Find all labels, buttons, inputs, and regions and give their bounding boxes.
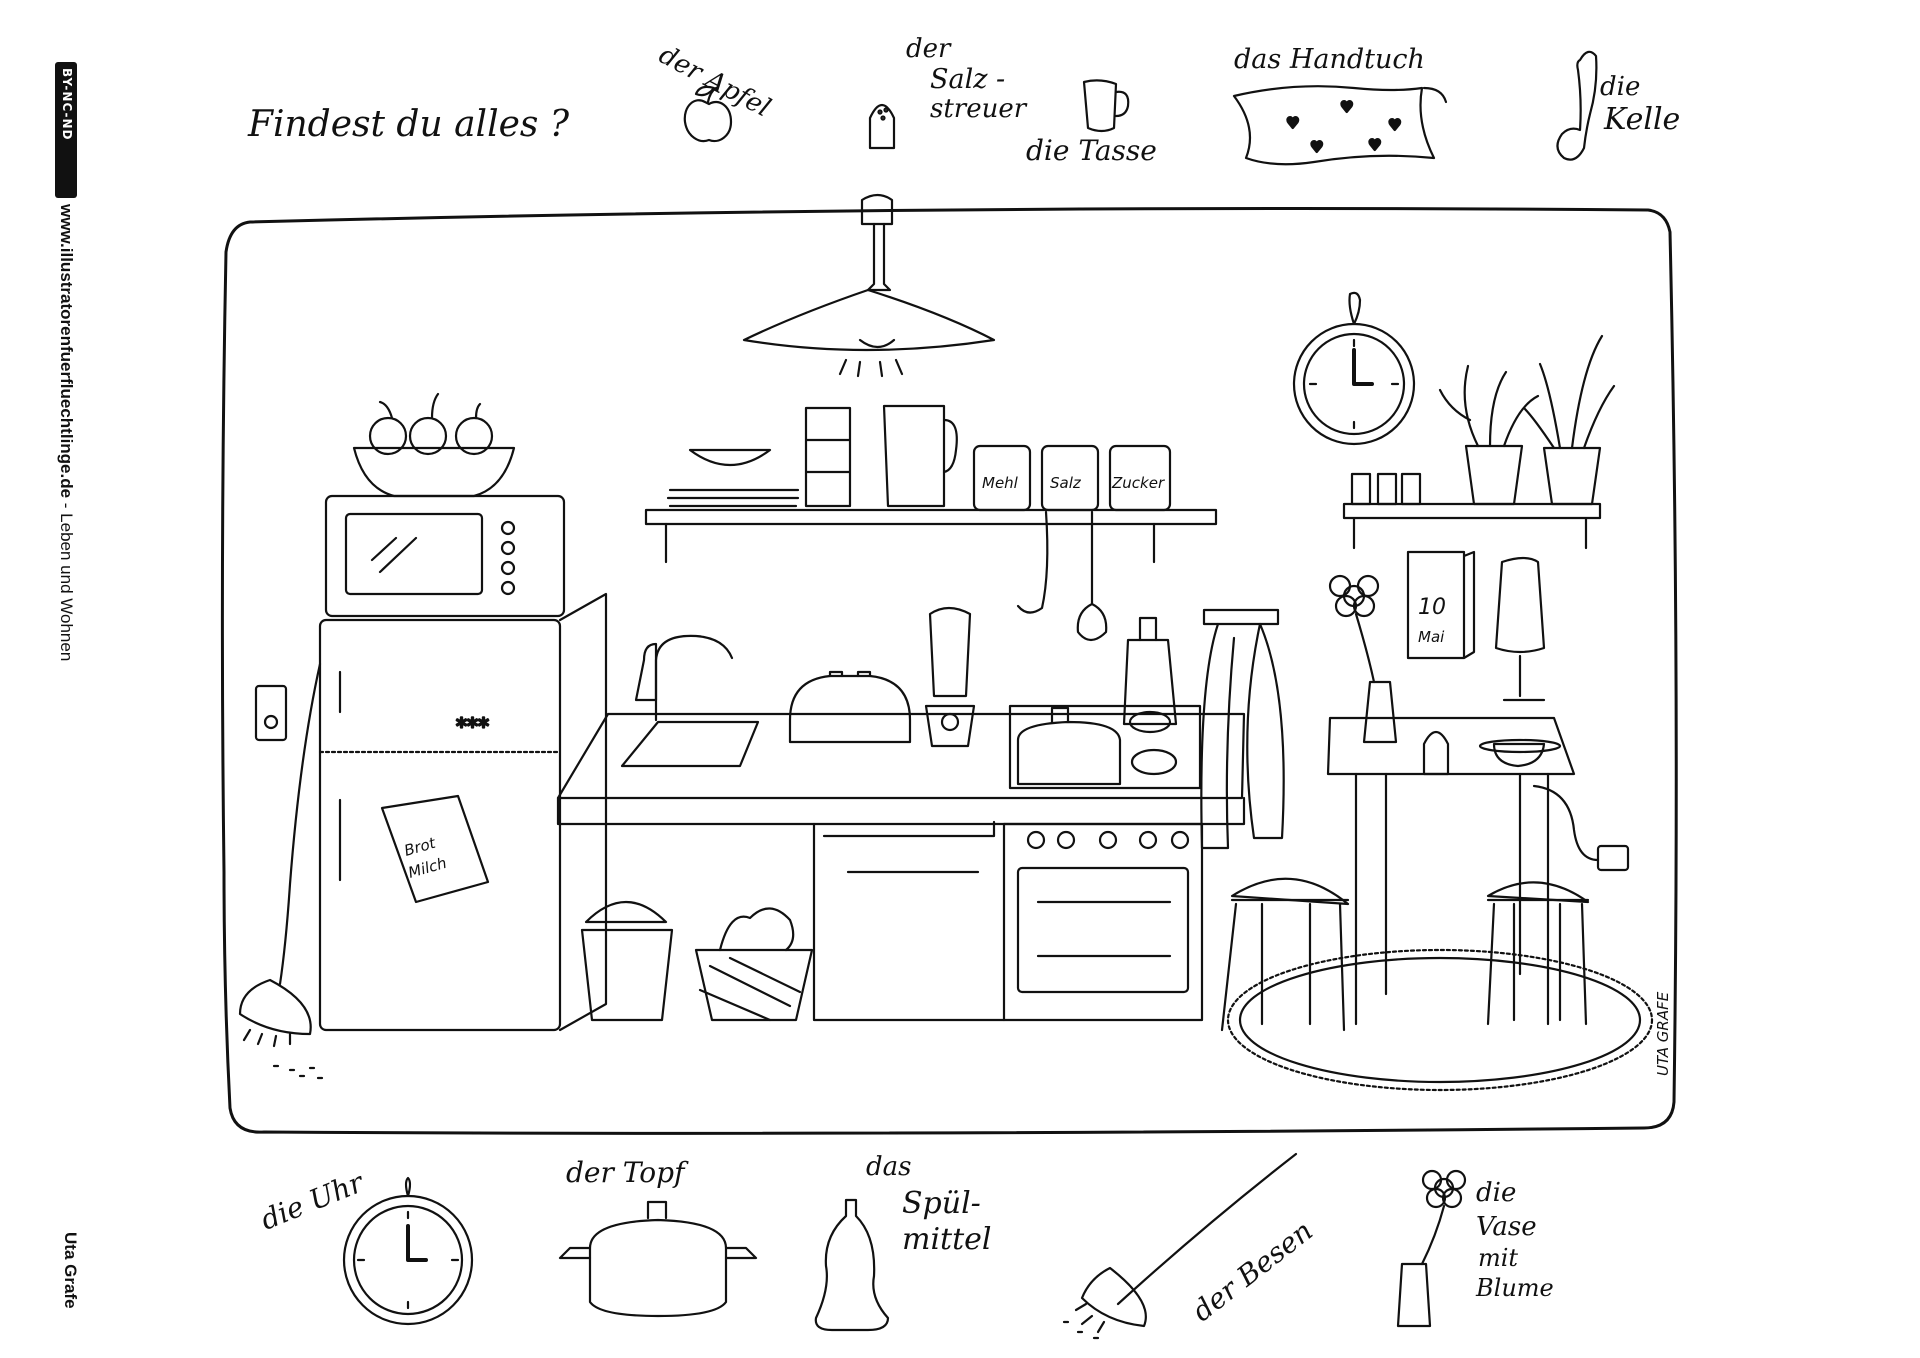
potted-plants — [1438, 334, 1616, 506]
label-salt-shaker-1: der — [906, 34, 951, 64]
table-lamp — [1494, 556, 1546, 702]
trash-can — [580, 901, 674, 1022]
ladle-icon — [1556, 50, 1598, 161]
sidebar-credits: BY-NC-ND www.illustratorenfuerfluechtlin… — [52, 62, 82, 1352]
stool-right — [1486, 881, 1590, 1026]
cutting-board — [1122, 616, 1178, 726]
label-vase-3: mit — [1478, 1244, 1519, 1272]
label-vase-1: die — [1476, 1178, 1517, 1208]
lower-cabinets — [812, 820, 1204, 1022]
artist-signature: UTA GRAFE — [1654, 991, 1672, 1076]
dining-table — [1326, 716, 1576, 1026]
label-pot: der Topf — [566, 1156, 685, 1189]
svg-text:♥: ♥ — [1286, 114, 1299, 132]
table-cup — [1478, 738, 1562, 768]
broom-scene — [238, 662, 324, 1080]
page-title: Findest du alles ? — [248, 104, 570, 145]
label-vase-4: Blume — [1476, 1274, 1554, 1302]
stove — [1008, 704, 1202, 790]
hanging-towels — [1200, 608, 1285, 850]
towel-icon: ♥ ♥ ♥ ♥ ♥ — [1232, 85, 1448, 166]
clock-icon — [342, 1176, 474, 1326]
label-cup: die Tasse — [1026, 134, 1157, 167]
scene-frame — [220, 207, 1678, 1135]
bread-basket — [694, 907, 814, 1022]
apple-icon — [683, 85, 733, 143]
label-dish-soap-3: mittel — [902, 1222, 992, 1257]
stool-left — [1220, 877, 1350, 1032]
storage-jars: Mehl Salz Zucker — [972, 444, 1172, 512]
flower-vase — [1328, 574, 1398, 744]
rug — [1226, 948, 1654, 1092]
microwave — [324, 494, 566, 618]
dish-soap-icon — [814, 1198, 890, 1332]
calendar: 10 Mai — [1406, 550, 1476, 660]
fruit-bowl — [352, 392, 516, 498]
label-dish-soap-1: das — [866, 1152, 912, 1182]
cup-icon — [1082, 79, 1130, 133]
freezer-mark: *** — [456, 715, 489, 740]
calendar-month: Mai — [1418, 628, 1445, 646]
toaster — [788, 670, 912, 744]
jar-label-salt: Salz — [1050, 474, 1082, 492]
kitchen-counter — [556, 634, 1246, 826]
calendar-day: 10 — [1418, 595, 1446, 620]
jar-label-sugar: Zucker — [1111, 474, 1165, 492]
broom-icon — [1062, 1152, 1298, 1340]
label-salt-shaker-3: streuer — [930, 94, 1027, 124]
salt-shaker-icon — [868, 103, 896, 150]
wall-socket-right — [1532, 784, 1630, 872]
table-salt-shaker — [1422, 730, 1450, 776]
label-ladle-1: die — [1600, 72, 1641, 102]
fridge-note: Brot Milch — [380, 794, 490, 904]
vase-with-flower-icon — [1396, 1169, 1467, 1328]
label-vase-2: Vase — [1476, 1212, 1537, 1242]
svg-text:♥: ♥ — [1388, 116, 1401, 134]
kitchen-shelf — [644, 404, 1218, 564]
jar-label-flour: Mehl — [982, 474, 1019, 492]
ceiling-lamp — [742, 193, 996, 378]
label-salt-shaker-2: Salz - — [930, 64, 1006, 95]
hanging-utensils — [1016, 510, 1108, 642]
svg-text:♥: ♥ — [1340, 98, 1353, 116]
label-towel: das Handtuch — [1234, 44, 1425, 75]
pot-icon — [558, 1200, 758, 1318]
label-dish-soap-2: Spül- — [902, 1186, 981, 1221]
svg-text:♥: ♥ — [1310, 138, 1323, 156]
license-badge: BY-NC-ND — [55, 62, 77, 198]
svg-text:♥: ♥ — [1368, 136, 1381, 154]
label-ladle-2: Kelle — [1604, 102, 1681, 137]
wall-clock — [1292, 291, 1416, 446]
wall-socket-left — [254, 684, 288, 742]
blender — [924, 606, 976, 748]
